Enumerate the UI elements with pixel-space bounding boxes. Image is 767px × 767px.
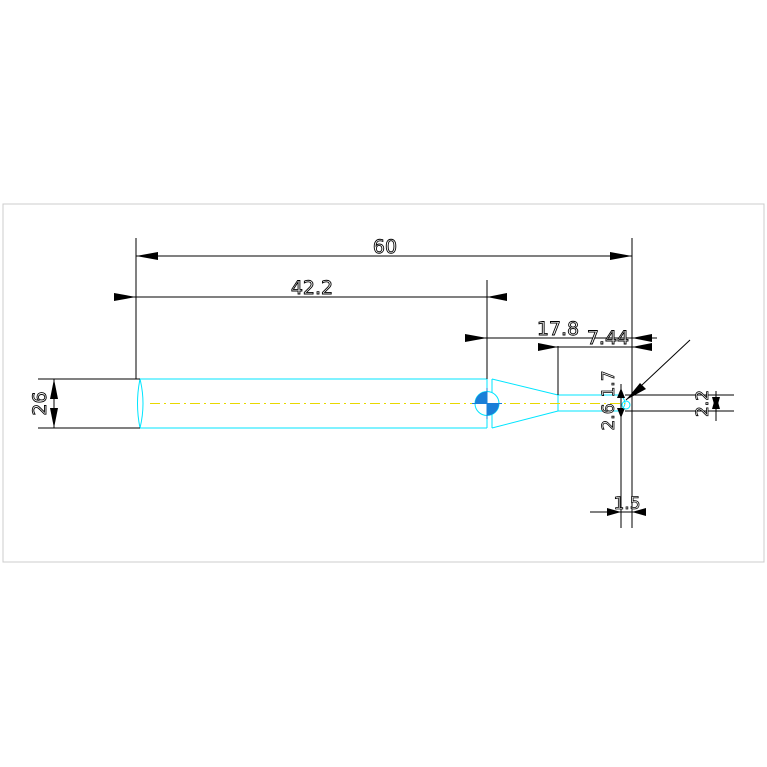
dim-tip-offset: 1.5 (590, 405, 646, 528)
dim-tip-height: 2.2 (625, 390, 734, 421)
dim-overall-length-text: 60 (373, 236, 397, 258)
dim-tip-detail: 1.7 2.6 (599, 370, 625, 431)
dim-tip-length-text: 7.44 (587, 327, 629, 349)
dim-taper-length-text: 17.8 (537, 318, 579, 340)
dim-tip-lower-text: 2.6 (599, 403, 619, 430)
dim-tip-offset-text: 1.5 (613, 494, 640, 514)
part-outline (137, 378, 626, 429)
dim-taper-length: 17.8 (465, 318, 657, 342)
dim-shank-diameter-text: 26 (29, 391, 51, 415)
dim-tip-length: 7.44 (538, 327, 652, 395)
dim-shank-length-text: 42.2 (291, 277, 333, 299)
dim-shank-diameter: 26 (29, 378, 140, 429)
dim-shank-length: 42.2 (114, 277, 507, 379)
dim-tip-upper-text: 1.7 (599, 370, 619, 397)
tip-leader (621, 339, 691, 410)
drawing-frame (2, 203, 765, 563)
dim-tip-height-text: 2.2 (693, 390, 713, 417)
dim-overall-length: 60 (135, 236, 633, 528)
centroid-marker-icon (472, 388, 502, 419)
